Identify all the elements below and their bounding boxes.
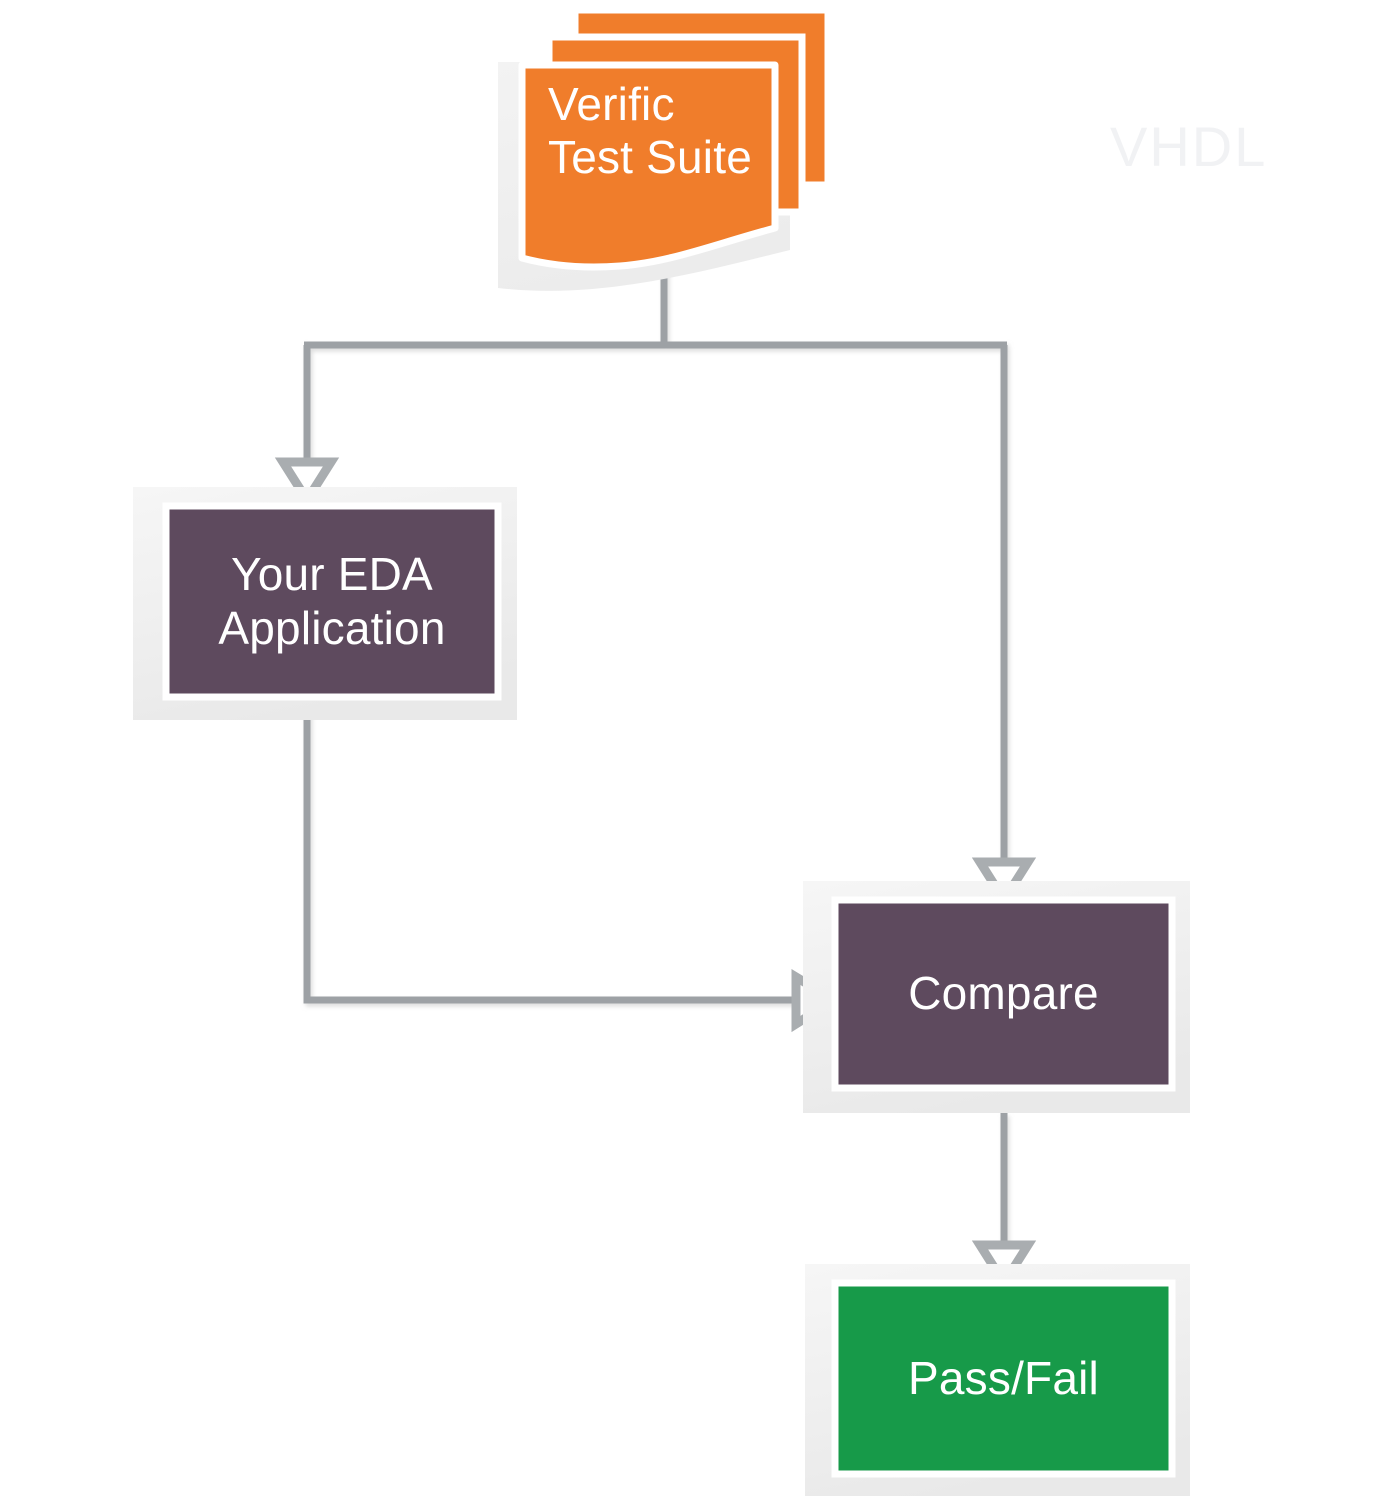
arrowhead-down-eda [274,457,340,509]
eda-box [162,502,502,701]
passfail-box [831,1279,1176,1478]
edge-eda-to-compare [303,700,796,1004]
document-card-front [518,61,779,271]
node-pass-fail[interactable] [805,1264,1190,1496]
vhdl-watermark: VHDL [1110,115,1268,178]
node-verific-test-suite[interactable] [498,6,832,291]
connector-layer [303,258,1008,1245]
compare-box [831,896,1176,1092]
node-compare[interactable] [803,881,1190,1113]
node-your-eda-application[interactable] [133,487,517,720]
